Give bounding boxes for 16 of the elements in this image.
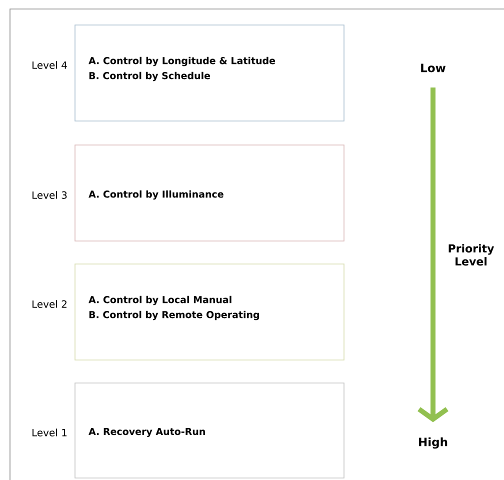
level-label: Level 1 xyxy=(32,428,67,436)
level-box xyxy=(74,264,344,360)
item-list: A. Control by Illuminance xyxy=(88,190,224,200)
item-list: A. Recovery Auto-Run xyxy=(88,428,205,437)
item-list: A. Control by Local Manual B. Control by Remote Operating xyxy=(88,296,260,320)
level-label: Level 4 xyxy=(32,61,67,69)
level-box xyxy=(74,382,344,478)
level-box xyxy=(74,24,344,122)
level-label: Level 3 xyxy=(32,191,67,199)
priority-arrow xyxy=(418,87,448,422)
edge-label: Priority Level xyxy=(448,244,494,266)
level-label: Level 2 xyxy=(32,300,66,308)
item-list: A. Control by Longitude & Latitude B. Control by Schedule xyxy=(88,56,276,82)
priority-end-label: Low xyxy=(421,64,446,72)
level-box xyxy=(74,144,344,242)
priority-end-label: High xyxy=(419,437,448,449)
